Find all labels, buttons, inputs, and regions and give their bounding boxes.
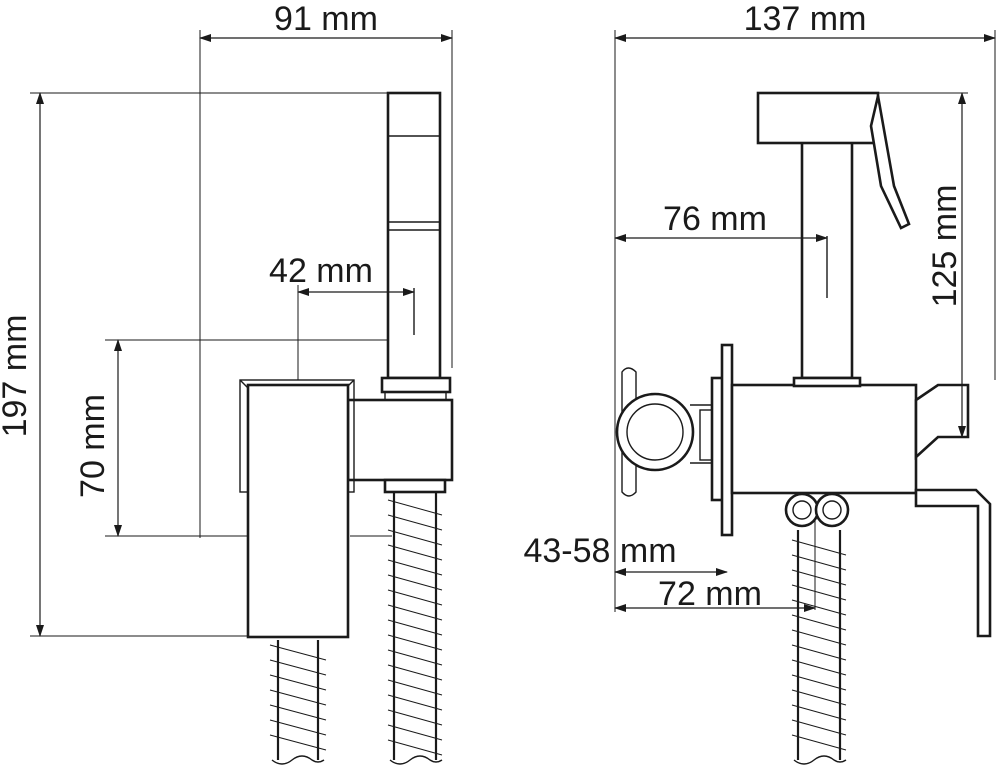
side-view: 137 mm 76 mm 125 mm 43-58 mm 72 mm xyxy=(523,0,996,765)
label-wall-range: 43-58 mm xyxy=(523,532,676,570)
side-hose xyxy=(791,520,847,765)
label-mount-height: 70 mm xyxy=(74,394,112,498)
holder-arm xyxy=(346,392,454,494)
label-holder-depth: 76 mm xyxy=(663,200,767,238)
label-outlet-depth: 72 mm xyxy=(658,575,762,613)
label-depth: 137 mm xyxy=(744,0,867,38)
label-hose-offset: 42 mm xyxy=(269,252,373,290)
hand-sprayer xyxy=(380,91,452,394)
mixer-body xyxy=(239,379,355,639)
label-width: 91 mm xyxy=(274,0,378,38)
front-view: 91 mm 197 mm 42 mm 70 mm xyxy=(0,0,454,765)
inlet-hose xyxy=(269,640,327,765)
side-body xyxy=(730,383,918,495)
label-height: 197 mm xyxy=(0,315,34,438)
lever-handle xyxy=(914,383,970,460)
shower-hose xyxy=(387,492,443,765)
concealed-valve xyxy=(615,367,713,497)
label-holder-height: 125 mm xyxy=(926,185,964,308)
side-sprayer xyxy=(756,91,911,388)
